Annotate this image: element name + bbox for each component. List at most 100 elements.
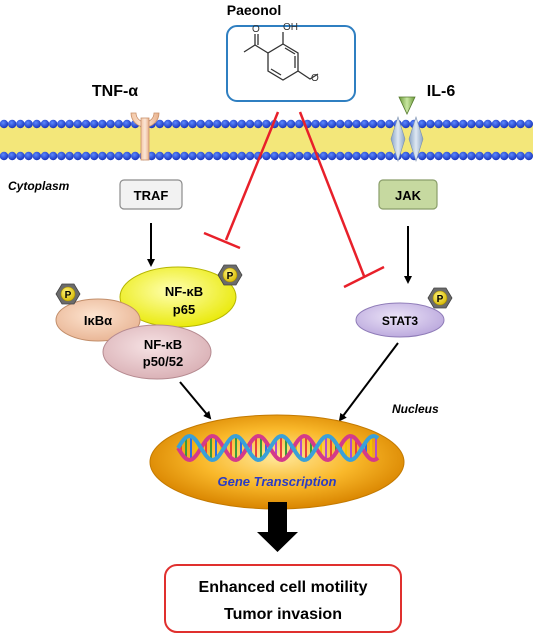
paeonol-inhibits-nfkb-line — [224, 111, 280, 241]
nfkb-p65-label-1: NF-κB — [165, 284, 203, 299]
nucleus-ellipse — [149, 414, 405, 510]
lipid-head — [32, 151, 41, 161]
lipid-head — [81, 151, 91, 161]
ikba-label: IκBα — [84, 313, 112, 328]
lipid-head — [245, 151, 255, 161]
cytoplasm-label: Cytoplasm — [8, 179, 70, 193]
lipid-head — [475, 151, 484, 161]
lipid-head — [295, 151, 304, 161]
lipid-head — [303, 151, 312, 161]
lipid-head — [147, 151, 156, 161]
lipid-head — [385, 151, 394, 161]
lipid-head — [229, 119, 238, 129]
lipid-head — [434, 151, 443, 161]
lipid-head — [106, 151, 115, 161]
lipid-head — [377, 119, 386, 129]
lipid-head — [418, 151, 427, 161]
lipid-head — [311, 119, 320, 129]
lipid-head — [180, 151, 189, 161]
outcome-line-2: Tumor invasion — [224, 606, 342, 623]
lipid-head — [336, 119, 345, 129]
lipid-head — [57, 119, 66, 129]
lipid-head — [368, 151, 378, 161]
lipid-head — [155, 151, 164, 161]
phospho-icon-stat3: P — [427, 287, 453, 309]
outcome-arrow — [257, 502, 298, 552]
lipid-head — [426, 151, 435, 161]
paeonol-o-atom: O — [252, 24, 260, 35]
lipid-head — [377, 151, 386, 161]
lipid-head — [40, 119, 50, 129]
lipid-head — [475, 119, 484, 129]
lipid-head — [286, 151, 296, 161]
lipid-head — [467, 151, 476, 161]
lipid-head — [204, 119, 214, 129]
phospho-label-p65: P — [227, 271, 234, 282]
lipid-head — [401, 151, 410, 161]
lipid-head — [319, 119, 328, 129]
lipid-head — [360, 151, 369, 161]
lipid-head — [237, 151, 246, 161]
lipid-head — [131, 151, 140, 161]
outcome-box — [164, 564, 402, 633]
lipid-head — [81, 119, 91, 129]
paeonol-structure-box — [226, 25, 356, 102]
stat3-label: STAT3 — [382, 314, 419, 328]
lipid-head — [450, 151, 460, 161]
lipid-head — [8, 119, 17, 129]
lipid-head — [327, 119, 337, 129]
lipid-head — [73, 119, 83, 129]
lipid-head — [327, 151, 337, 161]
lipid-head — [0, 119, 9, 129]
paeonol-inhibition-lines — [203, 111, 385, 289]
lipid-head — [49, 119, 58, 129]
lipid-head — [122, 119, 132, 129]
lipid-head — [295, 119, 304, 129]
lipid-head — [360, 119, 369, 129]
lipid-head — [24, 119, 33, 129]
phospho-icon-p65: P — [217, 264, 243, 286]
lipid-head — [114, 151, 124, 161]
lipid-head — [0, 151, 9, 161]
lipid-head — [57, 151, 66, 161]
lipid-head — [278, 119, 287, 129]
traf-label: TRAF — [134, 188, 169, 203]
traf-box — [119, 179, 183, 210]
lipid-head — [24, 151, 33, 161]
paeonol-label: Paeonol — [227, 2, 281, 18]
lipid-head — [16, 119, 25, 129]
lipid-head — [483, 151, 492, 161]
lipid-head — [524, 119, 533, 129]
lipid-head — [442, 119, 451, 129]
lipid-head — [286, 119, 296, 129]
lipid-head — [459, 151, 468, 161]
lipid-head — [352, 119, 361, 129]
nfkb-inhibition-bar — [203, 231, 241, 250]
nfkb-p50-label-1: NF-κB — [144, 337, 182, 352]
lipid-head — [459, 119, 468, 129]
paeonol-oh-atom: OH — [283, 22, 298, 33]
lipid-head — [483, 119, 492, 129]
jak-label: JAK — [395, 188, 422, 203]
nfkb-p50-ellipse — [102, 324, 212, 380]
lipid-head — [319, 151, 328, 161]
il6-ligand-icon — [398, 96, 416, 115]
il6-label: IL-6 — [427, 83, 456, 100]
lipid-head — [213, 151, 222, 161]
lipid-head — [245, 119, 255, 129]
lipid-head — [270, 151, 279, 161]
lipid-head — [508, 119, 517, 129]
lipid-head — [434, 119, 443, 129]
lipid-head — [65, 151, 74, 161]
lipid-head — [254, 119, 263, 129]
lipid-head — [90, 151, 99, 161]
lipid-head — [450, 119, 460, 129]
lipid-head — [229, 151, 238, 161]
nucleus-label: Nucleus — [392, 402, 439, 416]
lipid-head — [500, 119, 509, 129]
lipid-head — [524, 151, 533, 161]
lipid-head — [516, 119, 525, 129]
lipid-head — [8, 151, 17, 161]
